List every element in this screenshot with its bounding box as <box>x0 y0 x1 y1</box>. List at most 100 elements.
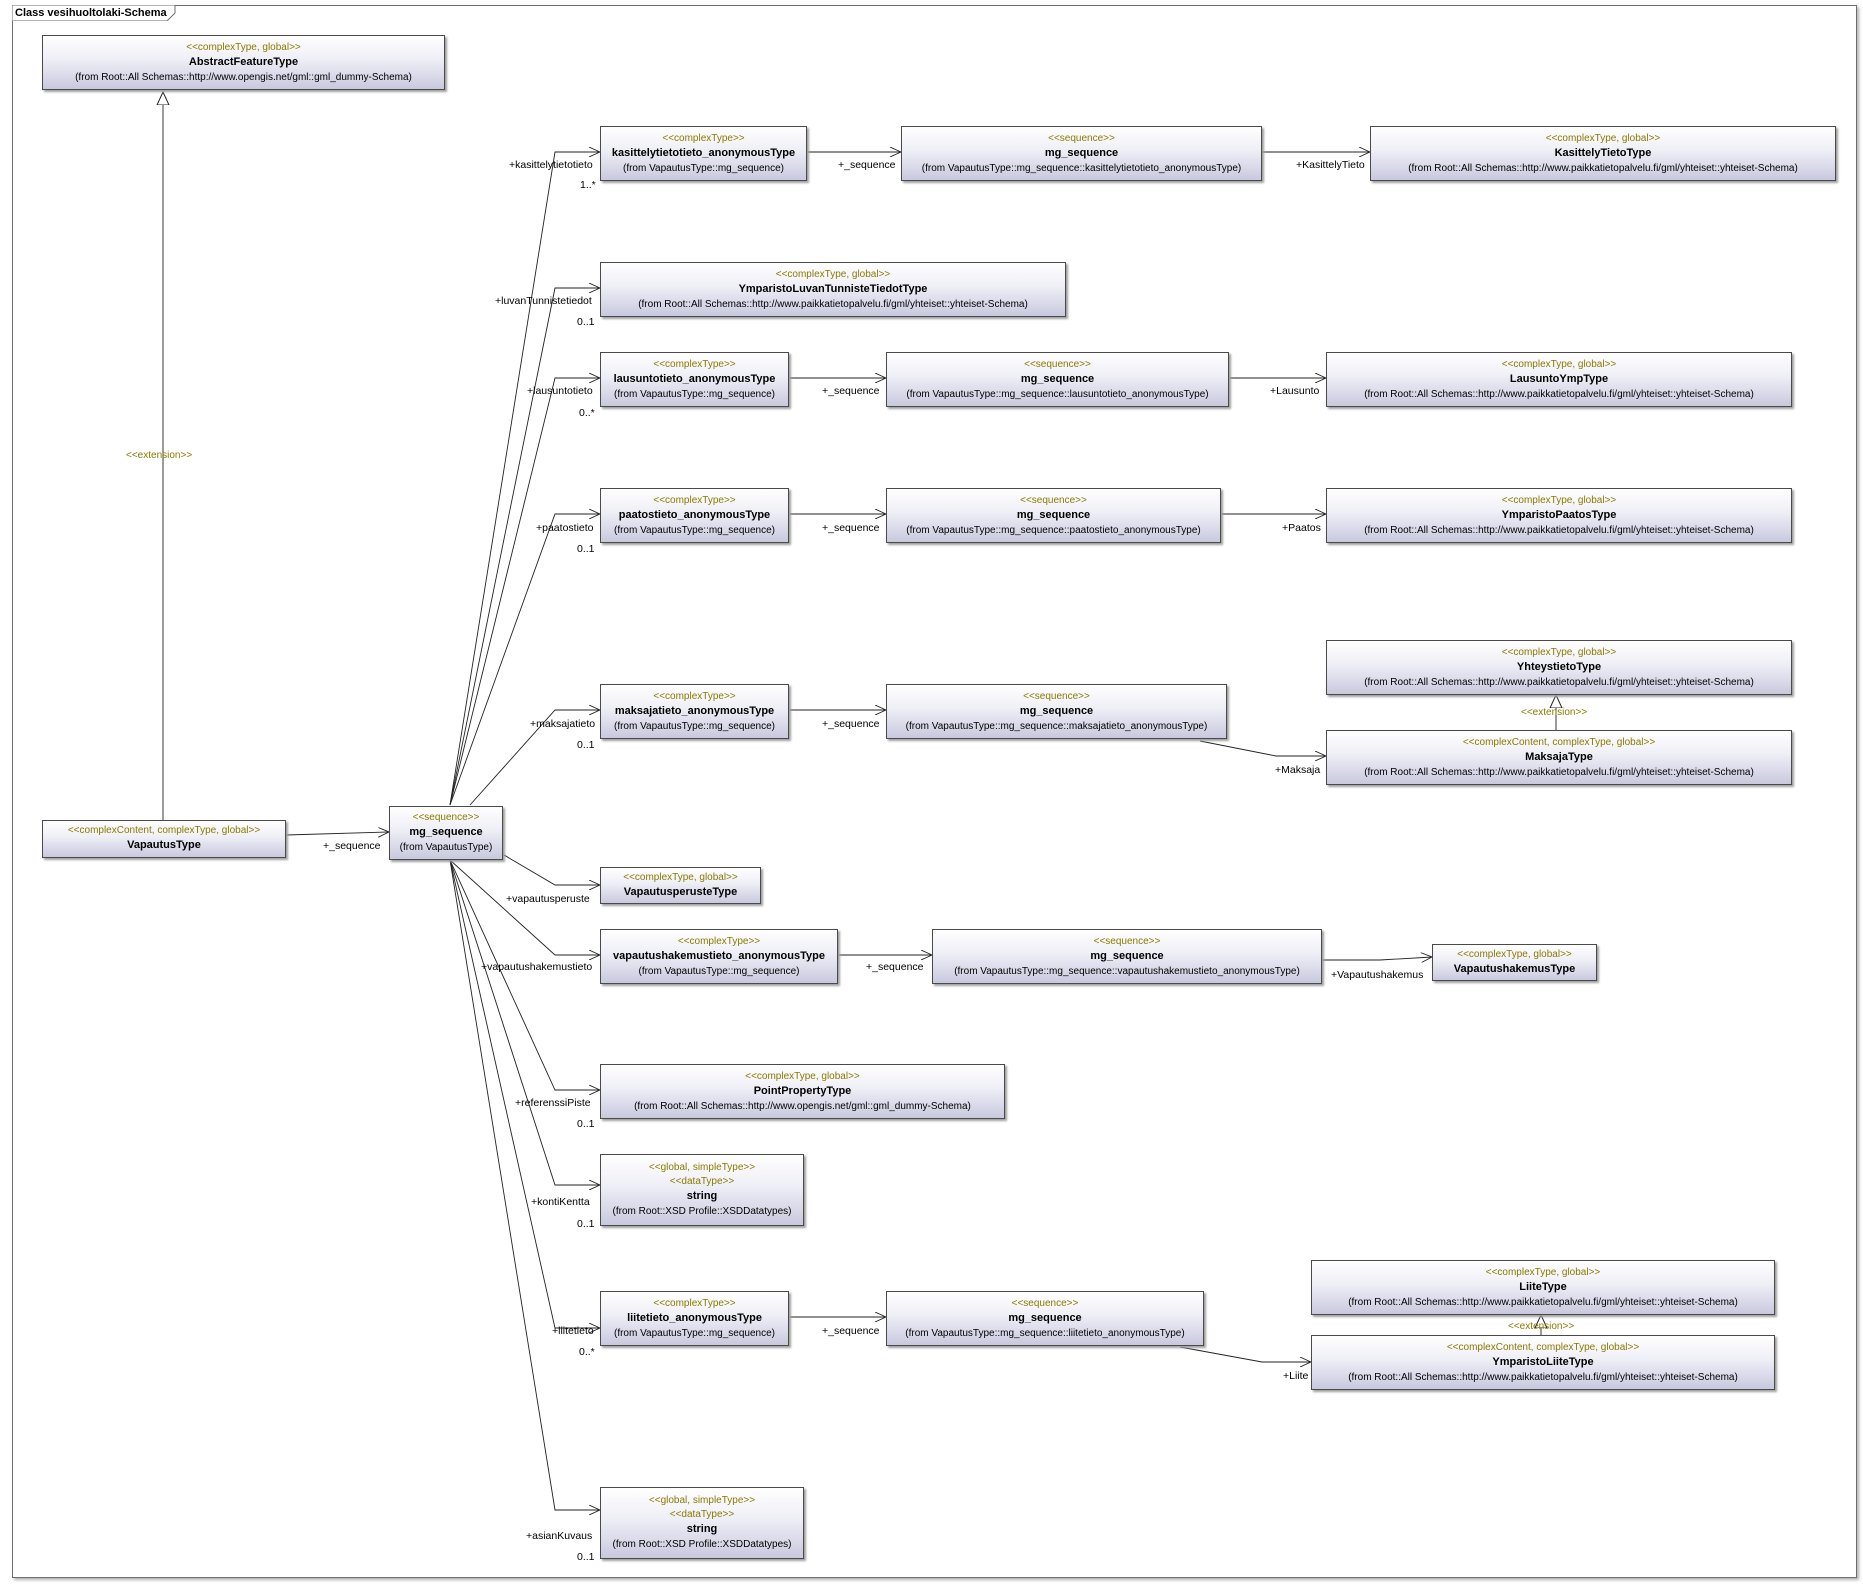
stereotype: <<sequence>> <box>1011 1297 1079 1309</box>
role-label: +vapautusperuste <box>506 893 590 905</box>
class-origin: (from VapautusType::mg_sequence) <box>613 1327 775 1339</box>
stereotype: <<complexType>> <box>653 494 736 506</box>
multiplicity-label: 0..1 <box>577 739 595 751</box>
class-vapautus-type: <<complexContent, complexType, global>> … <box>42 820 286 858</box>
stereotype: <<sequence>> <box>1020 494 1087 506</box>
role-label: +kontiKentta <box>531 1196 590 1208</box>
stereotype: <<complexType>> <box>677 935 761 947</box>
class-name: VapautushakemusType <box>1453 962 1576 975</box>
class-kasittely-anonymous: <<complexType>> kasittelytietotieto_anon… <box>600 126 807 181</box>
class-name: mg_sequence <box>1090 949 1164 962</box>
role-label: +asianKuvaus <box>526 1530 593 1542</box>
class-kasittely-sequence: <<sequence>> mg_sequence (from VapautusT… <box>901 126 1262 181</box>
class-origin: (from VapautusType) <box>399 842 493 853</box>
stereotype: <<complexContent, complexType, global>> <box>67 825 261 836</box>
class-yhteystieto-type: <<complexType, global>> YhteystietoType … <box>1326 640 1792 695</box>
class-name: mg_sequence <box>1008 1311 1082 1324</box>
frame-title-tab <box>12 5 176 21</box>
class-ymparisto-luvan-tunniste: <<complexType, global>> YmparistoLuvanTu… <box>600 262 1066 317</box>
stereotype: <<complexType, global>> <box>1545 132 1661 144</box>
stereotype: <<complexType>> <box>653 358 736 370</box>
role-label: +Vapautushakemus <box>1331 969 1424 981</box>
class-origin: (from VapautusType::mg_sequence::kasitte… <box>921 162 1242 174</box>
class-name: mg_sequence <box>1016 508 1091 521</box>
class-liite-type: <<complexType, global>> LiiteType (from … <box>1311 1260 1775 1315</box>
class-origin: (from VapautusType::mg_sequence::lausunt… <box>906 388 1209 400</box>
role-label: +liitetieto <box>552 1325 594 1337</box>
association-connector <box>449 859 600 1090</box>
class-name: MaksajaType <box>1525 750 1593 763</box>
association-connector <box>1322 957 1432 960</box>
stereotype: <<complexType>> <box>653 690 736 702</box>
class-name: YmparistoPaatosType <box>1501 508 1617 521</box>
stereotype: <<complexType, global>> <box>623 871 738 883</box>
class-vapautusperuste-type: <<complexType, global>> VapautusperusteT… <box>600 867 761 904</box>
class-ymparisto-paatos-type: <<complexType, global>> YmparistoPaatosT… <box>1326 488 1792 543</box>
class-abstract-feature-type: <<complexType, global>> AbstractFeatureT… <box>42 35 445 90</box>
stereotype-datatype: <<dataType>> <box>669 1509 735 1520</box>
class-paatos-anonymous: <<complexType>> paatostieto_anonymousTyp… <box>600 488 789 543</box>
class-hakemus-anonymous: <<complexType>> vapautushakemustieto_ano… <box>600 929 838 984</box>
multiplicity-label: 1..* <box>580 179 596 191</box>
role-label: +kasittelytietotieto <box>509 159 593 171</box>
multiplicity-label: 0..* <box>579 1346 595 1358</box>
class-name: mg_sequence <box>1044 146 1119 159</box>
association-connector <box>1199 740 1326 756</box>
class-origin: (from VapautusType::mg_sequence) <box>613 720 775 732</box>
association-connector <box>449 859 600 1185</box>
class-origin: (from VapautusType::mg_sequence) <box>622 162 784 174</box>
stereotype: <<complexType>> <box>662 132 745 144</box>
diagram-title: Class vesihuoltolaki-Schema <box>15 7 167 19</box>
class-name: YhteystietoType <box>1516 660 1602 673</box>
association-connector <box>449 514 600 806</box>
role-label: +luvanTunnistetiedot <box>495 295 592 307</box>
class-name: VapautusType <box>127 839 201 851</box>
stereotype: <<sequence>> <box>1024 358 1091 370</box>
association-connector <box>449 859 600 955</box>
class-origin: (from VapautusType::mg_sequence) <box>638 965 800 977</box>
class-ymparisto-liite-type: <<complexContent, complexType, global>> … <box>1311 1335 1775 1390</box>
stereotype: <<global, simpleType>> <box>648 1162 756 1173</box>
stereotype: <<sequence>> <box>1048 132 1115 144</box>
class-name: KasittelyTietoType <box>1554 146 1652 159</box>
role-label: +paatostieto <box>536 522 594 534</box>
class-hakemus-sequence: <<sequence>> mg_sequence (from VapautusT… <box>932 929 1322 984</box>
class-vapautushakemus-type: <<complexType, global>> VapautushakemusT… <box>1432 944 1597 981</box>
class-name: LiiteType <box>1519 1280 1567 1293</box>
class-liite-anonymous: <<complexType>> liitetieto_anonymousType… <box>600 1291 789 1346</box>
role-label: +Paatos <box>1282 522 1321 534</box>
class-origin: (from VapautusType::mg_sequence) <box>613 524 775 536</box>
class-lausunto-sequence: <<sequence>> mg_sequence (from VapautusT… <box>886 352 1229 407</box>
stereotype: <<complexContent, complexType, global>> <box>1446 1341 1640 1353</box>
class-origin: (from Root::XSD Profile::XSDDatatypes) <box>612 1206 792 1217</box>
class-name: paatostieto_anonymousType <box>618 508 771 521</box>
class-origin: (from Root::XSD Profile::XSDDatatypes) <box>612 1539 792 1550</box>
class-string-kontti: <<global, simpleType>> <<dataType>> stri… <box>600 1154 804 1226</box>
stereotype: <<complexType, global>> <box>1485 1266 1601 1278</box>
class-origin: (from VapautusType::mg_sequence::maksaja… <box>905 720 1208 732</box>
role-label: +_sequence <box>838 159 896 171</box>
extension-label: <<extension>> <box>1521 707 1588 718</box>
stereotype: <<complexType, global>> <box>775 268 891 280</box>
class-name: mg_sequence <box>1019 704 1094 717</box>
class-maksaja-anonymous: <<complexType>> maksajatieto_anonymousTy… <box>600 684 789 739</box>
extension-label: <<extension>> <box>1508 1321 1575 1332</box>
stereotype: <<complexType, global>> <box>186 41 301 53</box>
class-name: lausuntotieto_anonymousType <box>613 372 776 385</box>
class-name: string <box>686 1523 718 1535</box>
class-liite-sequence: <<sequence>> mg_sequence (from VapautusT… <box>886 1291 1204 1346</box>
multiplicity-label: 0..1 <box>577 1118 595 1130</box>
stereotype: <<global, simpleType>> <box>648 1495 756 1506</box>
stereotype: <<sequence>> <box>1093 935 1161 947</box>
role-label: +maksajatieto <box>530 718 596 730</box>
multiplicity-label: 0..1 <box>577 1218 595 1230</box>
role-label: +Maksaja <box>1275 764 1321 776</box>
class-origin: (from VapautusType::mg_sequence::liiteti… <box>905 1327 1185 1339</box>
multiplicity-label: 0..1 <box>577 1551 595 1563</box>
role-label: +_sequence <box>866 961 924 973</box>
class-origin: (from VapautusType::mg_sequence::paatost… <box>906 524 1201 536</box>
stereotype: <<complexContent, complexType, global>> <box>1462 736 1656 748</box>
stereotype-datatype: <<dataType>> <box>669 1176 735 1187</box>
class-name: AbstractFeatureType <box>188 55 299 68</box>
